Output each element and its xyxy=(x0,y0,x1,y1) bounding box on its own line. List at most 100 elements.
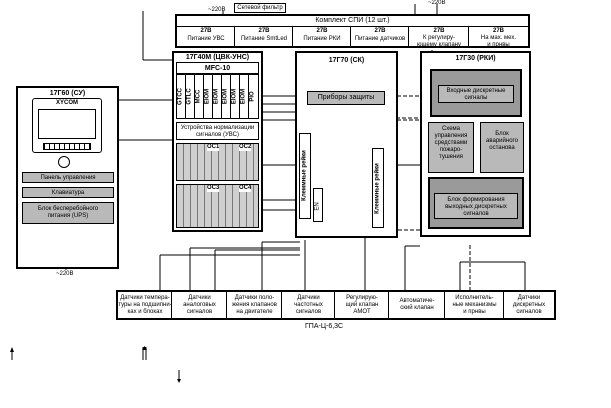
spi-kit-title: Комплект СПИ (12 шт.) xyxy=(177,17,528,27)
unit-caption: ГПА-Ц-6,3С xyxy=(305,323,344,330)
card-label: GTLC xyxy=(186,88,193,105)
spi-cell: 27В Питание РКИ xyxy=(293,26,351,46)
field-device-label: Датчики поло- жения клапанов на двигател… xyxy=(232,295,277,315)
monitor-stand xyxy=(58,156,70,168)
spi-cell-voltage: 27В xyxy=(258,28,270,34)
field-device: Датчики дискретных сигналов xyxy=(504,292,554,318)
spi-cell-label: Питание SmtLed xyxy=(240,36,288,42)
uvs-header: Устройства нормализации сигналов (УВС) xyxy=(176,122,259,140)
network-filter-label: Сетевой фильтр xyxy=(237,5,283,11)
field-devices-row: Датчики темпера- туры на подшипни- ках и… xyxy=(116,290,556,320)
spi-cell: 27В К регулиру- ющему клапану xyxy=(409,26,469,48)
terminal-rail-right-label: Клеммные рейки xyxy=(374,163,381,214)
control-unit-17g60: 17Г60 (СУ) XYCOM Панель управления Клави… xyxy=(16,86,119,269)
field-device: Исполнитель- ные механизмы и прнвы xyxy=(445,292,504,318)
card-slot: EIOM xyxy=(222,75,231,118)
network-filter: Сетевой фильтр xyxy=(234,3,286,13)
monitor: XYCOM xyxy=(32,98,102,153)
card-slot: MCC xyxy=(195,75,204,118)
power-input-left-label: ~220В xyxy=(208,7,226,13)
field-device: Датчики аналоговых сигналов xyxy=(172,292,227,318)
field-device: Датчики темпера- туры на подшипни- ках и… xyxy=(118,292,172,318)
card-label: EIOM xyxy=(231,88,238,105)
switch-cabinet-17g70: 17Г70 (СК) Приборы защиты Клеммные рейки… xyxy=(295,51,398,238)
discrete-inputs: Входные дискретные сигналы xyxy=(430,69,522,117)
uvs-label: Устройства нормализации сигналов (УВС) xyxy=(180,125,255,138)
card-slot: EIOM xyxy=(213,75,222,118)
mfc-rack: GTCC GTLC MCC EIOM EIOM EIOM EIOM EIOM P… xyxy=(176,74,259,119)
spi-kit: Комплект СПИ (12 шт.) 27В Питание УВС 27… xyxy=(175,14,530,48)
protection-devices-label: Приборы защиты xyxy=(317,94,375,101)
card-slot: GTLC xyxy=(186,75,195,118)
emergency-stop-block: Блок аварийного останова xyxy=(480,122,524,173)
uvs-rack-top: ОС1 ОС2 xyxy=(176,143,259,181)
card-slot: EIOM xyxy=(240,75,249,118)
keyboard: Клавиатура xyxy=(22,187,114,198)
monitor-brand: XYCOM xyxy=(55,100,78,106)
discrete-outputs: Блок формирования выходных дискретных си… xyxy=(428,177,524,229)
field-device: Регулирую- щий клапан АМОТ xyxy=(335,292,389,318)
field-device-label: Датчики частотных сигналов xyxy=(294,295,323,315)
relay-block-label: ЕN xyxy=(314,202,321,211)
spi-cell-voltage: 27В xyxy=(374,28,386,34)
rack-tag: ОС4 xyxy=(239,185,252,192)
field-device: Датчики поло- жения клапанов на двигател… xyxy=(227,292,282,318)
field-device: Автоматиче- ский клапан xyxy=(389,292,445,318)
spi-cell-label: Питание УВС xyxy=(187,36,225,42)
control-unit-title: 17Г60 (СУ) xyxy=(49,90,86,97)
monitor-screen xyxy=(38,109,96,139)
emergency-stop-label: Блок аварийного останова xyxy=(486,131,518,151)
relay-block: ЕN xyxy=(313,188,323,222)
monitor-keys xyxy=(43,143,91,150)
control-panel: Панель управления xyxy=(22,172,114,183)
field-device: Датчики частотных сигналов xyxy=(282,292,335,318)
spi-cell-label: Питание РКИ xyxy=(303,36,341,42)
spi-cells: 27В Питание УВС 27В Питание SmtLed 27В П… xyxy=(177,26,528,48)
spi-cell-label: Питание датчиков xyxy=(354,36,406,42)
spi-cell-label: К регулиру- ющему клапану xyxy=(417,35,461,48)
ups-block: Блок бесперебойного питания (UPS) xyxy=(22,202,114,224)
card-slot: EIOM xyxy=(204,75,213,118)
spi-cell: 27В Питание датчиков xyxy=(351,26,409,46)
spi-cell-label: На мах. мех. и прнвы xyxy=(480,35,517,48)
card-label: EIOM xyxy=(213,88,220,105)
card-label: EIOM xyxy=(222,88,229,105)
cdu-17g40m: 17Г40М (ЦВК-УНС) MFC-10 GTCC GTLC MCC EI… xyxy=(172,51,263,232)
card-label: EIOM xyxy=(204,88,211,105)
ups-label: Блок бесперебойного питания (UPS) xyxy=(37,206,99,219)
terminal-rail-right: Клеммные рейки xyxy=(372,148,384,228)
spi-cell: 27В Питание SmtLed xyxy=(235,26,293,46)
rack-tag: ОС2 xyxy=(239,144,252,151)
card-label: EIOM xyxy=(240,88,247,105)
power-input-right-label: ~220В xyxy=(428,0,446,6)
field-device-label: Датчики темпера- туры на подшипни- ках и… xyxy=(118,295,172,315)
cdu-title: 17Г40М (ЦВК-УНС) xyxy=(185,54,250,61)
field-device-label: Датчики дискретных сигналов xyxy=(512,295,546,315)
discrete-inputs-inner: Входные дискретные сигналы xyxy=(438,85,514,103)
card-slot: GTCC xyxy=(177,75,186,118)
card-label: PIO xyxy=(249,91,256,102)
rack-tag: ОС1 xyxy=(207,144,220,151)
terminal-rail-left-label: Клеммные рейки xyxy=(301,150,308,201)
terminal-rail-left: Клеммные рейки xyxy=(299,133,311,219)
spi-cell-voltage: 27В xyxy=(200,28,212,34)
cu-power-label: ~220В xyxy=(56,271,74,277)
field-device-label: Регулирую- щий клапан АМОТ xyxy=(345,295,379,315)
spi-cell-voltage: 27В xyxy=(433,28,445,34)
relay-cabinet-title: 17Г30 (РКИ) xyxy=(455,55,496,62)
keyboard-label: Клавиатура xyxy=(51,190,85,196)
mfc-label: MFC-10 xyxy=(204,65,231,72)
switch-cabinet-title: 17Г70 (СК) xyxy=(328,57,365,64)
spi-cell: 27В На мах. мех. и прнвы xyxy=(469,26,528,48)
discrete-outputs-label: Блок формирования выходных дискретных си… xyxy=(445,197,507,217)
card-label: GTCC xyxy=(177,88,184,105)
discrete-inputs-label: Входные дискретные сигналы xyxy=(446,88,506,101)
spi-cell: 27В Питание УВС xyxy=(177,26,235,46)
rack-tag: ОС3 xyxy=(207,185,220,192)
discrete-outputs-inner: Блок формирования выходных дискретных си… xyxy=(434,193,518,219)
fire-control-label: Схема управления средствами пожаро- туше… xyxy=(434,126,468,160)
spi-cell-voltage: 27В xyxy=(492,28,504,34)
protection-devices: Приборы защиты xyxy=(307,91,385,105)
field-device-label: Датчики аналоговых сигналов xyxy=(183,295,216,315)
card-slot: EIOM xyxy=(231,75,240,118)
